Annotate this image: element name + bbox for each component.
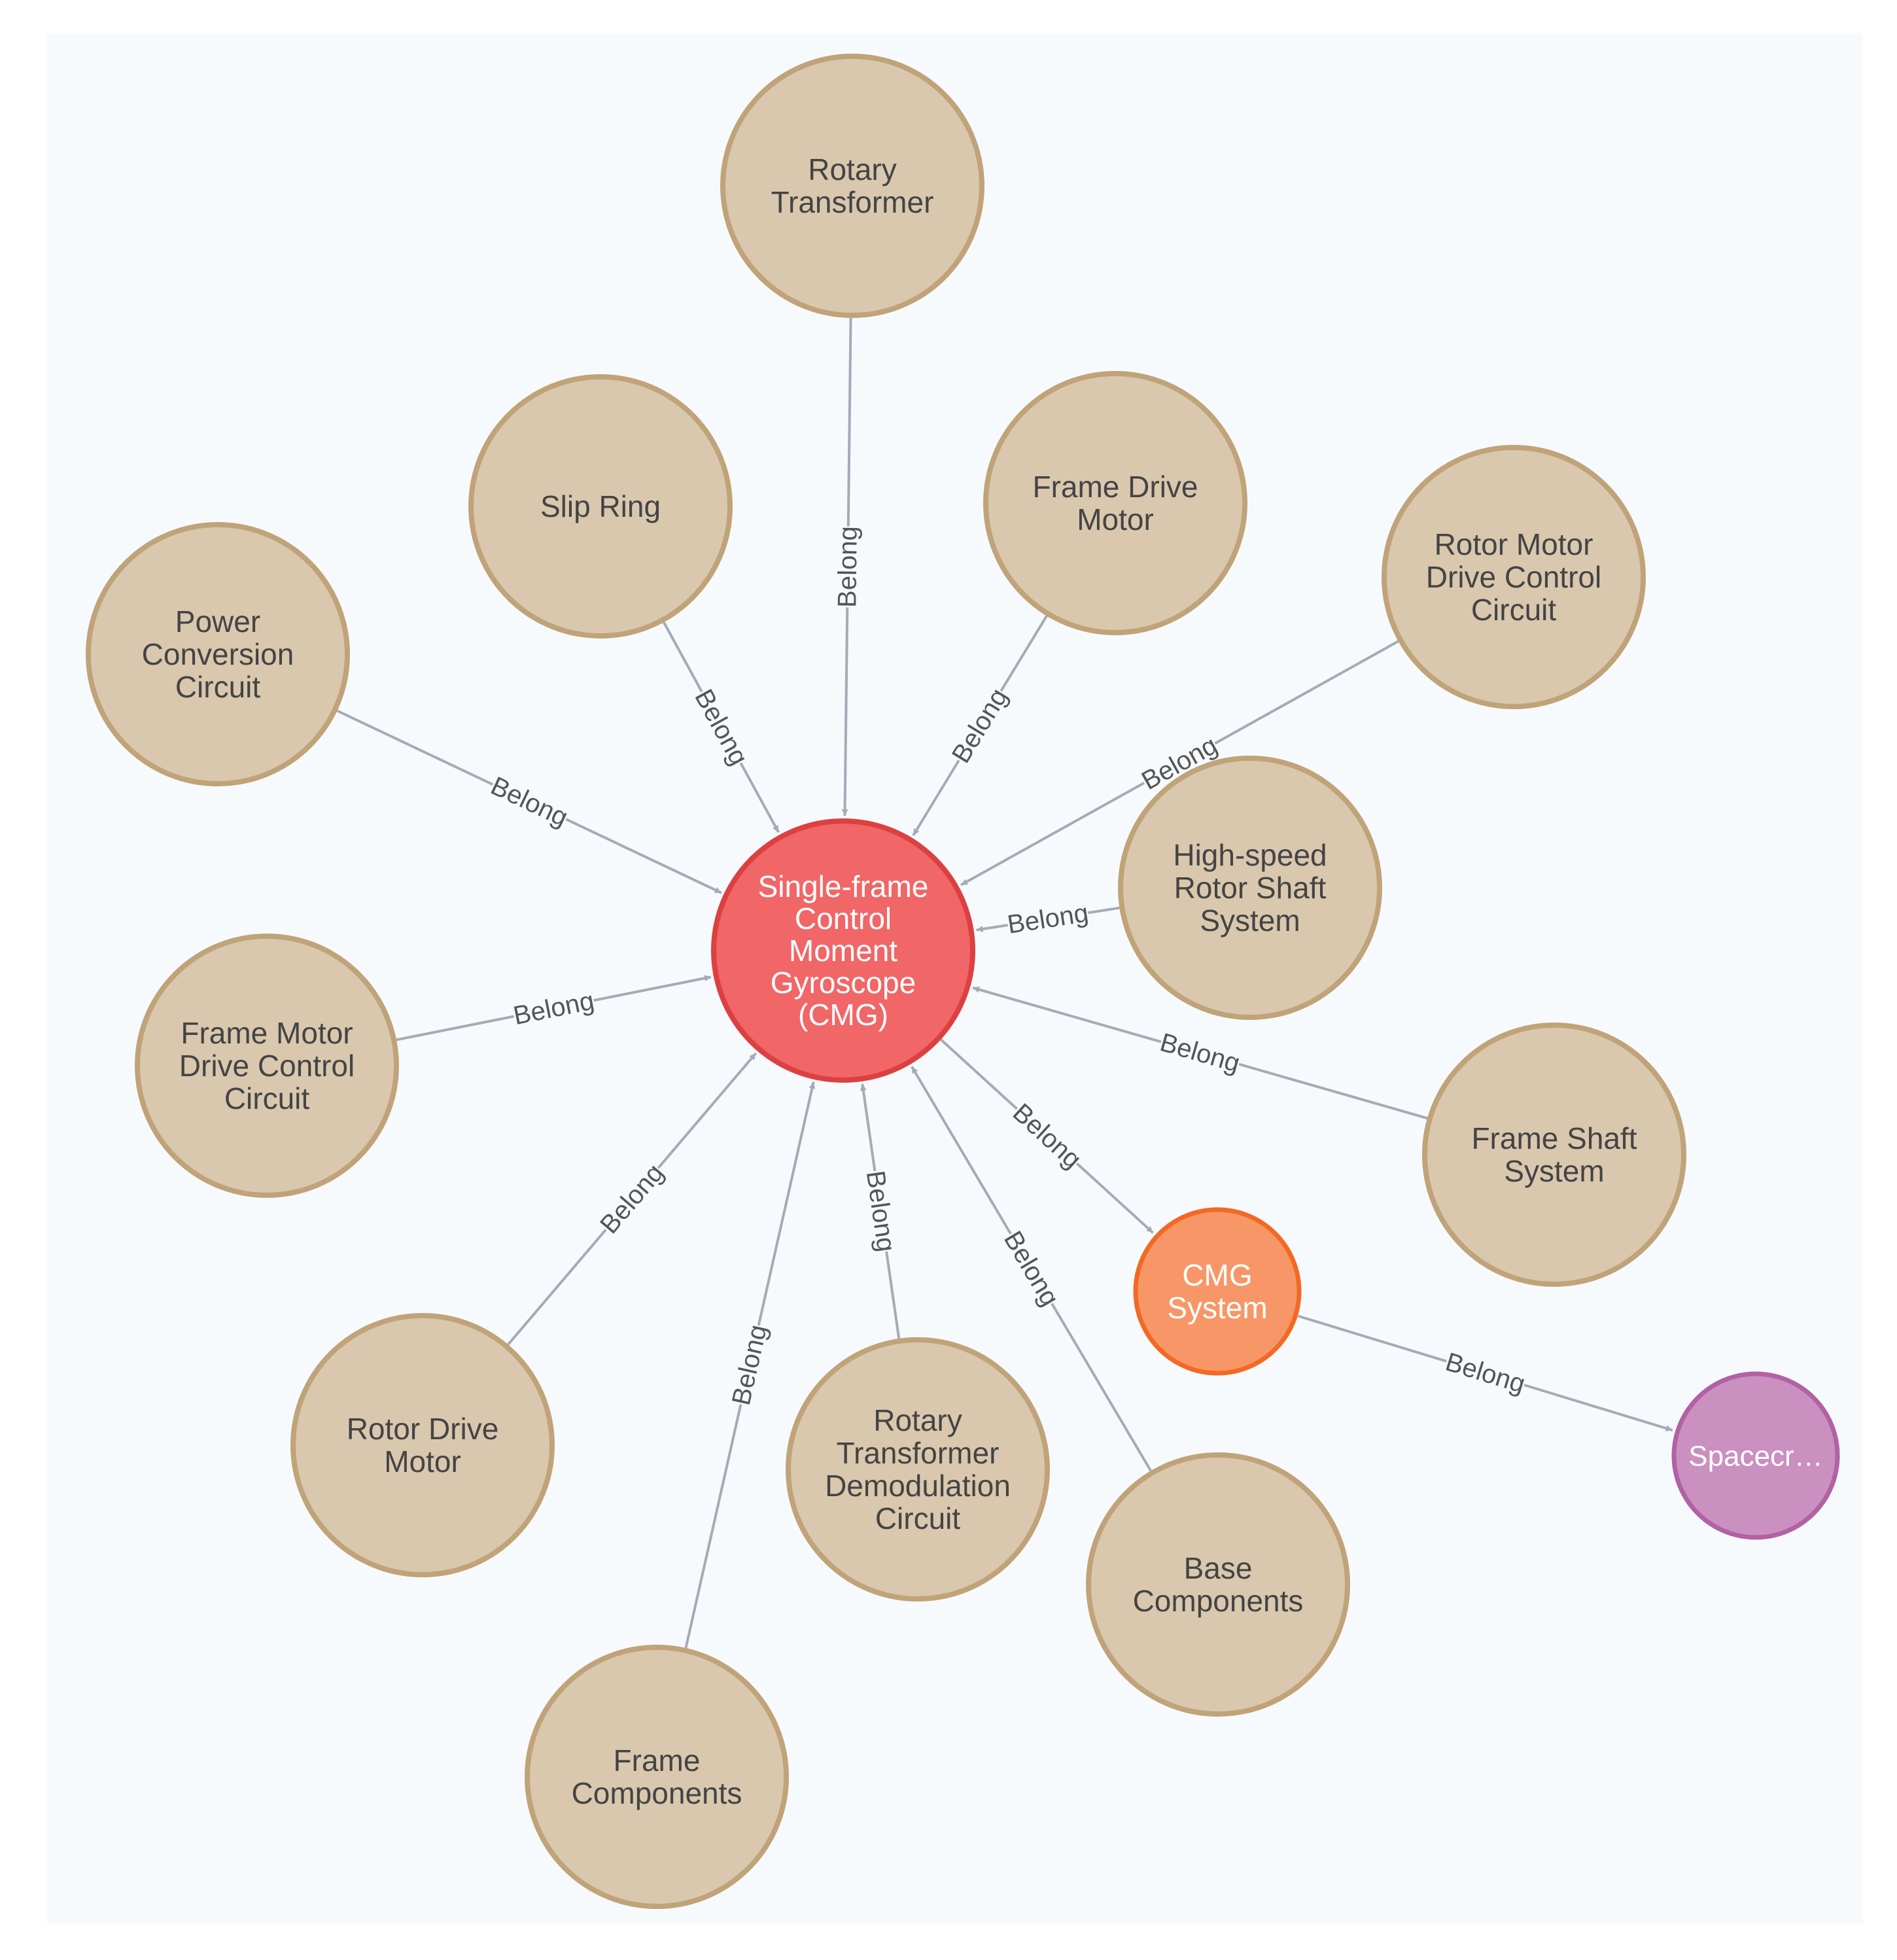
edge-arrow-line <box>972 986 1162 1043</box>
node-circle-icon <box>1422 1023 1686 1287</box>
edge-label: Belong <box>833 526 862 608</box>
node-label-line: Rotary <box>808 152 896 186</box>
node-slip-ring[interactable]: Slip Ring <box>468 374 733 639</box>
node-spacecraft[interactable]: Spacecr… <box>1671 1371 1840 1540</box>
node-label-line: Transformer <box>837 1436 1000 1470</box>
node-circle-icon <box>1671 1371 1840 1540</box>
node-label-line: Drive Control <box>1426 560 1601 594</box>
edge-line <box>663 621 703 693</box>
node-label-line: Gyroscope <box>771 966 916 1000</box>
edge-line <box>1297 1314 1447 1363</box>
edge-arrow-line <box>960 781 1145 886</box>
node-label-line: Single-frame <box>758 869 929 903</box>
node-label-line: Circuit <box>224 1081 310 1115</box>
node-label-line: Conversion <box>142 637 294 671</box>
node-label-line: (CMG) <box>798 998 888 1032</box>
node-label-line: Motor <box>384 1444 461 1479</box>
node-circle-icon <box>1382 445 1646 709</box>
edge-arrow-line <box>739 762 780 833</box>
node-label-line: Components <box>572 1776 742 1810</box>
node-circle-icon <box>135 934 399 1198</box>
node-label-line: Demodulation <box>825 1469 1011 1503</box>
node-label-line: Spacecr… <box>1688 1440 1822 1472</box>
node-label-line: Slip Ring <box>540 489 661 523</box>
node-label-line: Frame Shaft <box>1471 1121 1637 1155</box>
edge-arrow-line <box>593 975 712 1002</box>
node-label-line: System <box>1504 1154 1604 1188</box>
edge-arrow-line <box>1075 1163 1155 1234</box>
node-label-line: Transformer <box>771 185 934 219</box>
node-label-line: Frame <box>614 1743 701 1777</box>
edge-arrow-line <box>565 818 722 894</box>
node-circle-icon <box>1118 756 1382 1020</box>
node-label-line: Circuit <box>875 1501 961 1535</box>
node-label-line: Circuit <box>175 670 261 704</box>
edge-line <box>1000 615 1048 692</box>
node-label-line: CMG <box>1182 1258 1252 1292</box>
node-label-line: Drive Control <box>179 1049 355 1083</box>
node-label-line: Control <box>795 901 892 936</box>
node-circle-icon <box>290 1313 555 1577</box>
edge-arrow-line <box>911 1066 1012 1234</box>
edge-rotary-transformer-to-cmg[interactable]: Belong <box>833 317 863 816</box>
edge-line <box>507 1229 607 1346</box>
node-label-line: Power <box>175 604 260 639</box>
node-circle-icon <box>711 818 975 1083</box>
edge-line <box>336 709 494 786</box>
node-label-line: High-speed <box>1173 838 1327 872</box>
node-label-line: Motor <box>1077 502 1154 536</box>
node-circle-icon <box>983 371 1247 635</box>
node-circle-icon <box>86 522 350 786</box>
node-label-line: Base <box>1184 1551 1253 1585</box>
edge-line <box>1214 640 1399 745</box>
node-label-line: Rotor Shaft <box>1174 871 1327 905</box>
node-circle-icon <box>468 374 733 639</box>
node-circle-icon <box>1133 1207 1302 1376</box>
edge-arrow-line <box>841 607 849 816</box>
node-label-line: Components <box>1133 1584 1304 1618</box>
node-circle-icon <box>525 1645 789 1909</box>
edge-line <box>684 1404 742 1649</box>
node-label-line: Rotor Drive <box>347 1412 499 1446</box>
edge-arrow-line <box>657 1052 757 1169</box>
node-label-line: System <box>1200 903 1300 937</box>
edge-arrow-line <box>860 1083 877 1172</box>
node-circle-icon <box>1086 1452 1350 1717</box>
node-label-line: Rotor Motor <box>1435 527 1593 561</box>
node-label-line: Frame Drive <box>1032 470 1198 504</box>
edge-line <box>1087 906 1120 915</box>
edge-line <box>1051 1303 1152 1472</box>
edge-line <box>396 1015 515 1041</box>
edge-line <box>1238 1062 1428 1120</box>
node-circle-icon <box>720 54 984 318</box>
edge-arrow-line <box>976 924 1009 932</box>
node-label-line: System <box>1167 1291 1267 1325</box>
node-label-line: Frame Motor <box>181 1016 353 1050</box>
node-label-line: Circuit <box>1471 593 1557 627</box>
node-circle-icon <box>786 1337 1050 1601</box>
edge-line <box>939 1038 1018 1110</box>
node-label-line: Moment <box>789 934 897 968</box>
edge-line <box>885 1251 901 1339</box>
edge-arrow-line <box>912 760 960 837</box>
edge-arrow-line <box>1523 1384 1673 1432</box>
edge-arrow-line <box>757 1081 816 1326</box>
edge-line <box>846 317 852 527</box>
node-label-line: Rotary <box>873 1403 962 1437</box>
